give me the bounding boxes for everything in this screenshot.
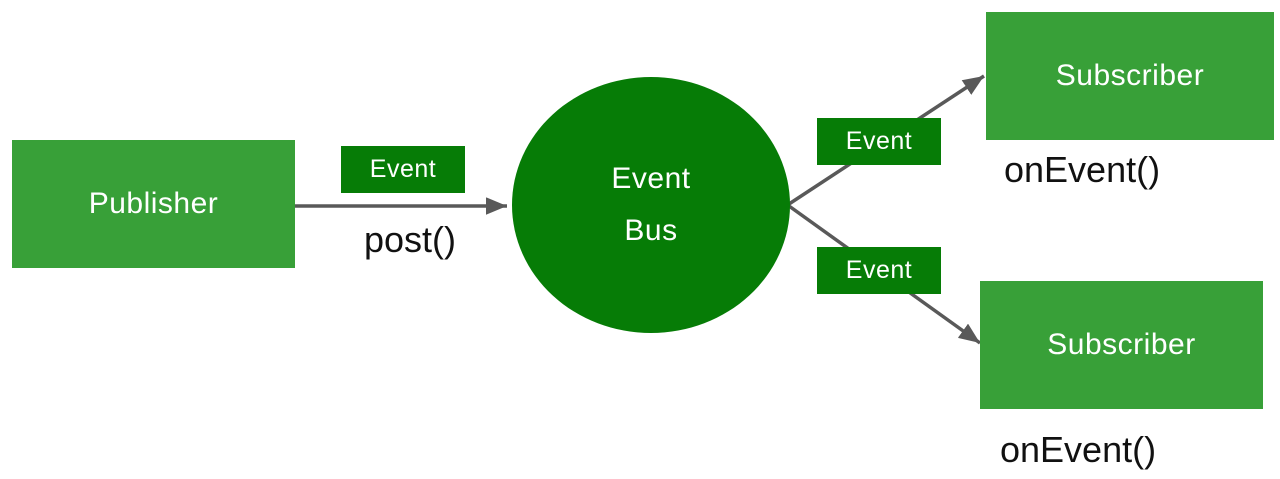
event-badge-to-subscriber-bottom: Event (817, 247, 941, 294)
event-badge-publish: Event (341, 146, 465, 193)
post-method-caption: post() (363, 219, 457, 260)
event-badge-publish-label: Event (369, 155, 437, 183)
event-bus-node: Event Bus (512, 77, 790, 333)
event-bus-label-line2: Bus (624, 214, 678, 247)
subscriber-bottom-callback-caption: onEvent() (1000, 429, 1157, 470)
subscriber-top-callback-caption: onEvent() (1004, 149, 1161, 190)
subscriber-top-node: Subscriber (986, 12, 1274, 140)
event-bus-label-line1: Event (611, 162, 691, 195)
subscriber-bottom-label: Subscriber (1047, 328, 1196, 361)
subscriber-bottom-node: Subscriber (980, 281, 1263, 409)
subscriber-top-label: Subscriber (1055, 59, 1205, 92)
event-badge-top-label: Event (845, 127, 913, 155)
event-badge-bottom-label: Event (845, 256, 913, 284)
publisher-label: Publisher (88, 187, 219, 220)
event-badge-to-subscriber-top: Event (817, 118, 941, 165)
publisher-node: Publisher (12, 140, 295, 268)
